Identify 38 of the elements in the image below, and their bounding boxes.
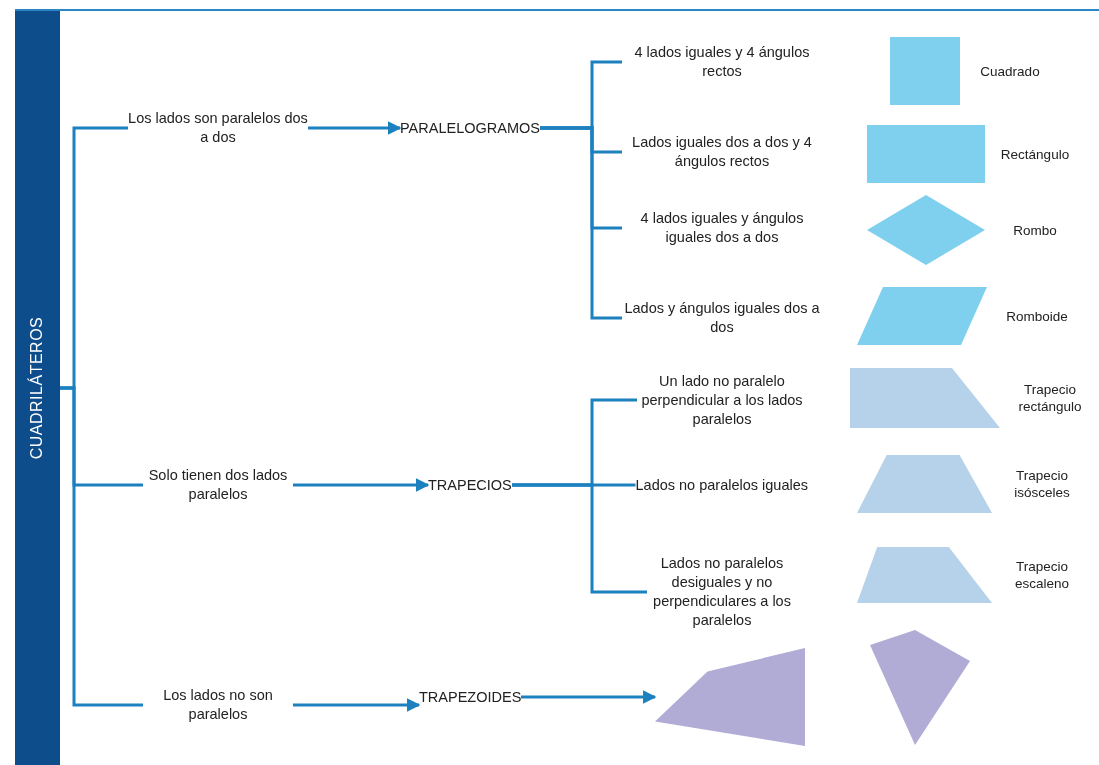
bracket-line xyxy=(512,483,647,594)
node-text: Solo tienen dos lados paralelos xyxy=(143,466,293,504)
rectangle-shape xyxy=(867,125,985,183)
arrow xyxy=(293,698,421,712)
quadrilateral-shape xyxy=(870,630,970,745)
shape-name: Romboide xyxy=(1005,307,1069,325)
node-text: Lados iguales dos a dos y 4 ángulos rectos xyxy=(622,133,822,171)
rhombus-shape xyxy=(867,195,985,265)
shape-name: Cuadrado xyxy=(979,62,1041,80)
node-text: Un lado no paralelo perpendicular a los lados paralelos xyxy=(637,371,807,429)
shape-name: Trapecio rectángulo xyxy=(1017,381,1083,415)
trapezoid-shape xyxy=(857,455,992,513)
node-text: 4 lados iguales y 4 ángulos rectos xyxy=(622,43,822,81)
node-text: Los lados no son paralelos xyxy=(143,686,293,724)
category-heading: TRAPEZOIDES xyxy=(419,687,522,707)
node-text: Lados no paralelos iguales xyxy=(635,475,808,495)
node-text: Lados y ángulos iguales dos a dos xyxy=(622,299,822,337)
square-shape xyxy=(890,37,960,105)
trapezoid-shape xyxy=(850,368,1000,428)
band-title: CUADRILÁTEROS xyxy=(28,316,47,460)
bracket-line xyxy=(540,126,622,320)
node-text: Los lados son paralelos dos a dos xyxy=(128,109,308,147)
arrow xyxy=(293,478,430,492)
category-heading: PARALELOGRAMOS xyxy=(400,118,540,138)
shape-name: Rombo xyxy=(1012,221,1058,239)
parallelogram-shape xyxy=(857,287,987,345)
shape-name: Trapecio escaleno xyxy=(1013,558,1070,592)
shape-name: Rectángulo xyxy=(999,145,1071,163)
bracket-line xyxy=(60,386,143,707)
category-heading: TRAPECIOS xyxy=(428,475,512,495)
trapezoid-shape xyxy=(857,547,992,603)
shape-name: Trapecio isósceles xyxy=(1013,467,1071,501)
arrow xyxy=(521,690,657,704)
arrow xyxy=(308,121,402,135)
node-text: Lados no paralelos desiguales y no perpendiculares a los paralelos xyxy=(647,554,797,630)
quadrilateral-shape xyxy=(655,648,805,746)
node-text: 4 lados iguales y ángulos iguales dos a dos xyxy=(622,209,822,247)
category-band xyxy=(15,11,60,765)
